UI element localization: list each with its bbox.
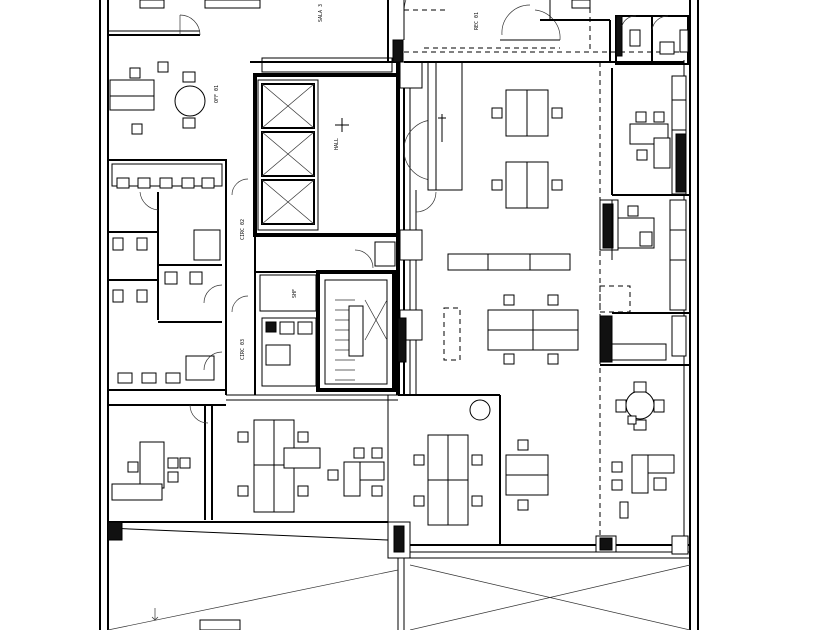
- right-private-offices: [599, 68, 690, 363]
- elevator-cabins: [261, 83, 315, 225]
- central-walls: [226, 39, 690, 545]
- top-right-wc: [615, 15, 689, 65]
- wc-fixtures-bottom: [117, 372, 181, 384]
- open-office-desks-upper: [491, 89, 563, 209]
- open-office-desks-lower: [413, 399, 549, 526]
- terrace-area: [107, 564, 691, 630]
- right-lower-office: [600, 364, 690, 519]
- svg-text:HALL: HALL: [334, 138, 340, 150]
- top-left-meeting-room: SALA 3: [108, 0, 398, 63]
- washrooms: [107, 159, 227, 391]
- svg-text:SALA 3: SALA 3: [318, 4, 324, 22]
- svg-text:OFF 01: OFF 01: [214, 85, 220, 103]
- lower-middle-office: [211, 405, 385, 520]
- open-office-desks-center: [443, 253, 579, 365]
- svg-text:CIRC 02: CIRC 02: [240, 219, 246, 240]
- svg-text:REC 01: REC 01: [474, 12, 480, 30]
- svg-text:SHF: SHF: [292, 289, 298, 298]
- svg-text:CIRC 03: CIRC 03: [240, 339, 246, 360]
- round-meeting-table: [615, 381, 665, 431]
- elevator-core: HALL: [253, 57, 400, 237]
- left-office-area: OFF 01: [109, 61, 220, 135]
- entrance-area: REC 01: [403, 0, 611, 62]
- lower-left-office: [108, 404, 226, 520]
- stair-core: SHF: [255, 241, 396, 392]
- facade-line: [107, 521, 690, 630]
- wc-fixtures-top: [116, 177, 215, 189]
- left-corridor: CIRC 02 CIRC 03: [225, 75, 256, 395]
